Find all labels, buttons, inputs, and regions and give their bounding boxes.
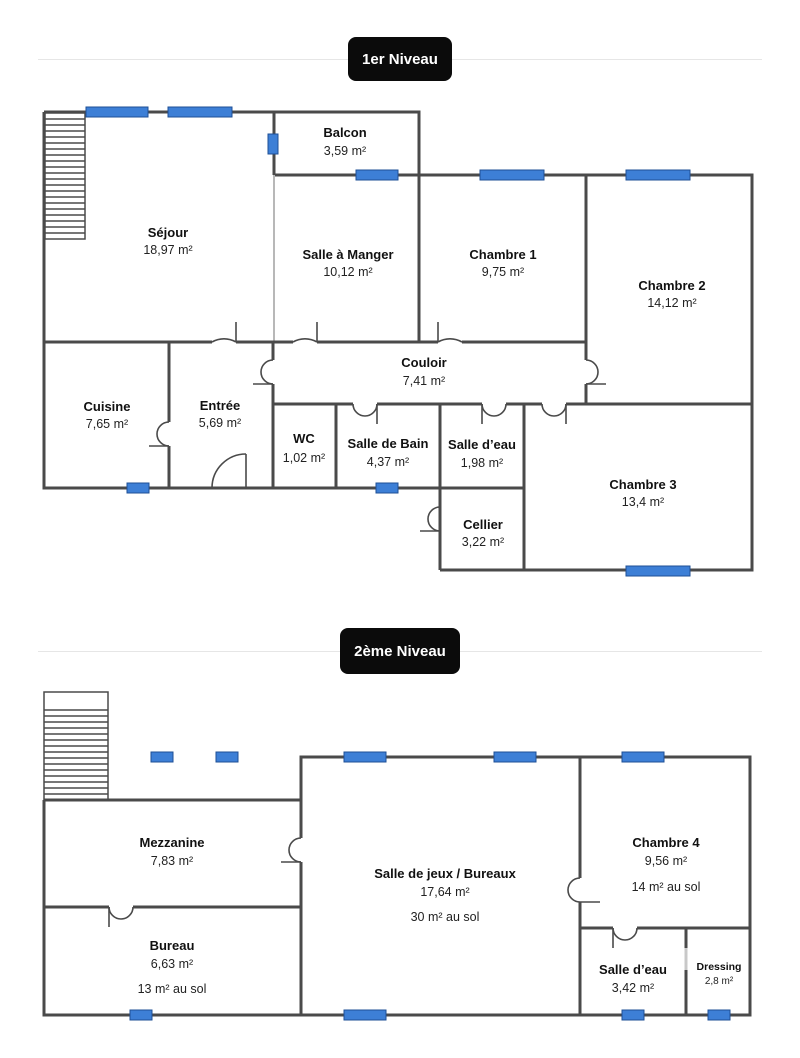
window [129, 1009, 153, 1021]
room-name: Cuisine [84, 399, 131, 414]
room-name: Cellier [463, 517, 503, 532]
level-1-title: 1er Niveau [348, 37, 452, 81]
room-name: Mezzanine [139, 835, 204, 850]
level-2-plan [42, 691, 752, 1017]
window [126, 482, 150, 494]
room-area: 1,02 m² [283, 451, 325, 465]
room-name: Séjour [148, 225, 188, 240]
stairs-level-1 [44, 112, 86, 240]
room-area: 2,8 m² [705, 976, 734, 987]
room-area: 13,4 m² [622, 495, 664, 509]
room-name: Salle d’eau [448, 437, 516, 452]
window [150, 751, 174, 763]
room-name: Chambre 4 [632, 835, 700, 850]
room-name: Salle d’eau [599, 962, 667, 977]
room-labels-level-1: Balcon 3,59 m² Séjour 18,97 m² Salle à M… [84, 125, 706, 549]
room-name: Couloir [401, 355, 447, 370]
window [707, 1009, 731, 1021]
room-area: 9,75 m² [482, 265, 524, 279]
room-area: 3,59 m² [324, 144, 366, 158]
window [625, 565, 691, 577]
room-name: Salle de Bain [348, 436, 429, 451]
room-area: 3,22 m² [462, 535, 504, 549]
room-area: 6,63 m² [151, 957, 193, 971]
window [85, 106, 149, 118]
room-name: Chambre 2 [638, 278, 705, 293]
window [375, 482, 399, 494]
window [167, 106, 233, 118]
window [267, 133, 279, 155]
level-1-plan [42, 110, 754, 572]
room-area: 7,65 m² [86, 417, 128, 431]
room-area: 4,37 m² [367, 455, 409, 469]
window [343, 751, 387, 763]
windows-level-2 [129, 751, 731, 1021]
window [493, 751, 537, 763]
room-name: Entrée [200, 398, 240, 413]
window [621, 1009, 645, 1021]
room-area: 7,83 m² [151, 854, 193, 868]
room-labels-level-2: Mezzanine 7,83 m² Salle de jeux / Bureau… [138, 835, 742, 996]
room-floor-area: 30 m² au sol [411, 910, 480, 924]
room-name: Salle à Manger [302, 247, 393, 262]
room-name: Bureau [150, 938, 195, 953]
window [343, 1009, 387, 1021]
room-area: 17,64 m² [420, 885, 469, 899]
room-area: 14,12 m² [647, 296, 696, 310]
room-floor-area: 14 m² au sol [632, 880, 701, 894]
room-name: Chambre 1 [469, 247, 536, 262]
window [355, 169, 399, 181]
window [479, 169, 545, 181]
window [621, 751, 665, 763]
room-area: 5,69 m² [199, 416, 241, 430]
stairs-level-2 [43, 691, 109, 801]
room-area: 7,41 m² [403, 374, 445, 388]
room-name: Salle de jeux / Bureaux [374, 866, 516, 881]
level-2-title: 2ème Niveau [340, 628, 460, 674]
windows-level-1 [85, 106, 691, 577]
room-area: 1,98 m² [461, 456, 503, 470]
room-name: WC [293, 431, 315, 446]
room-area: 10,12 m² [323, 265, 372, 279]
window [625, 169, 691, 181]
room-name: Dressing [697, 961, 742, 973]
room-name: Chambre 3 [609, 477, 676, 492]
room-name: Balcon [323, 125, 366, 140]
window [215, 751, 239, 763]
room-area: 18,97 m² [143, 243, 192, 257]
room-area: 9,56 m² [645, 854, 687, 868]
room-floor-area: 13 m² au sol [138, 982, 207, 996]
room-area: 3,42 m² [612, 981, 654, 995]
